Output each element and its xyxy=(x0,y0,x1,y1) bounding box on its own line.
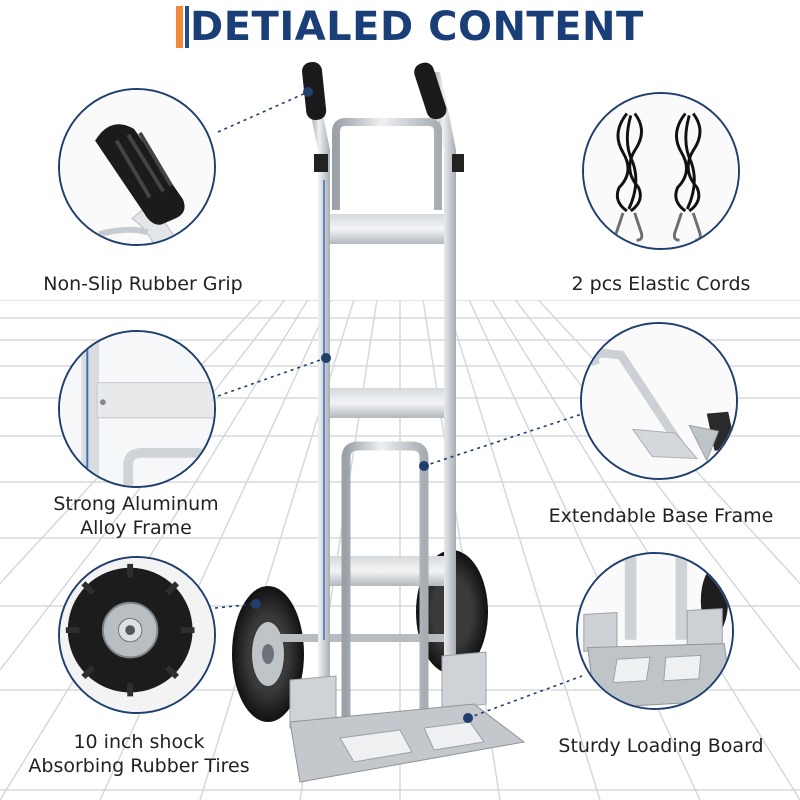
cords-detail-circle xyxy=(582,92,740,250)
label-line: 2 pcs Elastic Cords xyxy=(571,273,751,295)
rubber-tire-icon xyxy=(60,558,214,712)
page-title: DETIALED CONTENT xyxy=(190,4,644,50)
board-label: Sturdy Loading Board xyxy=(530,734,792,758)
base-label: Extendable Base Frame xyxy=(530,504,792,528)
frame-detail-circle xyxy=(58,330,216,488)
elastic-cords-icon xyxy=(584,94,738,248)
grip-detail-circle xyxy=(58,88,216,246)
title-accent-bar xyxy=(185,6,189,48)
tires-detail-circle xyxy=(58,556,216,714)
label-line: Alloy Frame xyxy=(80,517,192,539)
frame-label: Strong Aluminum Alloy Frame xyxy=(0,492,272,540)
base-frame-icon xyxy=(582,324,736,478)
cords-label: 2 pcs Elastic Cords xyxy=(530,272,792,296)
aluminum-frame-icon xyxy=(60,332,214,486)
title-accent-bar xyxy=(176,6,183,48)
label-line: Absorbing Rubber Tires xyxy=(28,755,250,777)
tires-label: 10 inch shock Absorbing Rubber Tires xyxy=(0,730,278,778)
label-line: 10 inch shock xyxy=(73,731,205,753)
loading-board-icon xyxy=(578,554,732,708)
grip-label: Non-Slip Rubber Grip xyxy=(0,272,286,296)
label-line: Extendable Base Frame xyxy=(548,505,774,527)
label-line: Non-Slip Rubber Grip xyxy=(43,273,243,295)
board-detail-circle xyxy=(576,552,734,710)
rubber-grip-icon xyxy=(60,90,214,244)
base-detail-circle xyxy=(580,322,738,480)
label-line: Strong Aluminum xyxy=(53,493,219,515)
label-line: Sturdy Loading Board xyxy=(558,735,764,757)
